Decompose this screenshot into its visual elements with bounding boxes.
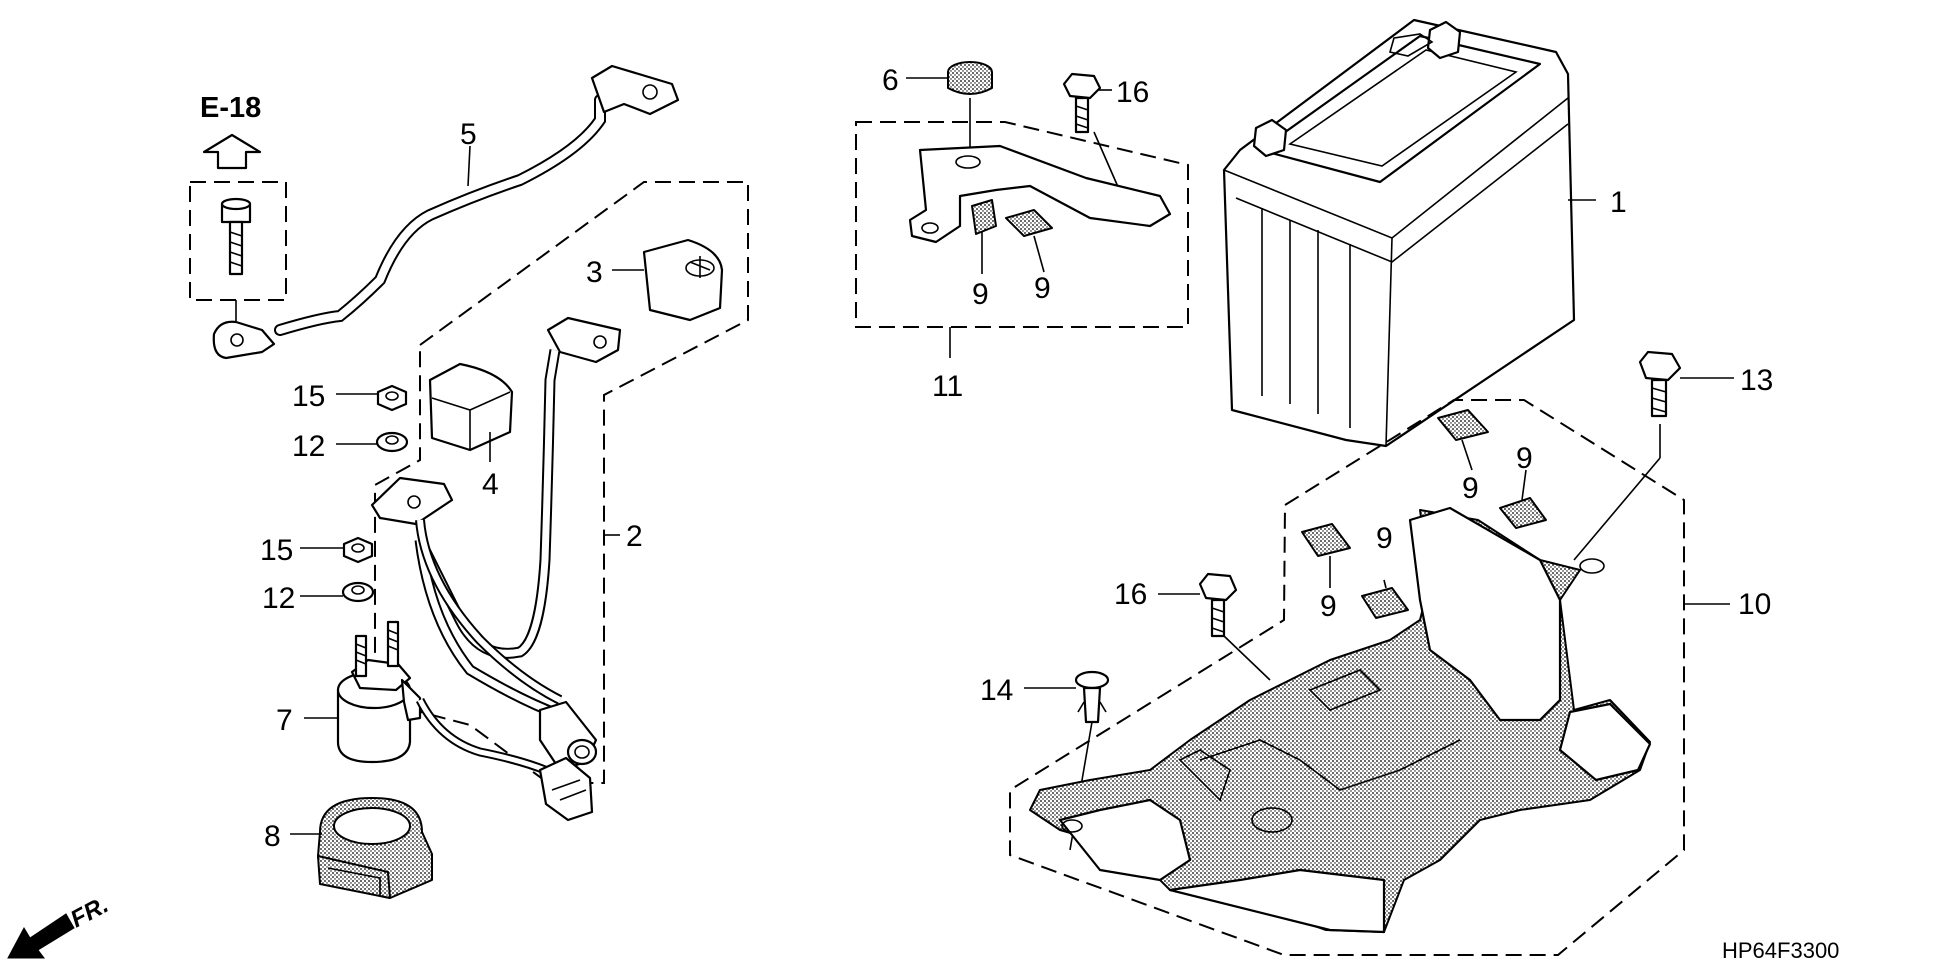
plate-group-outline [855,121,1189,328]
relay-bracket [370,476,563,705]
callout-11: 11 [932,370,963,403]
cable-5[interactable] [212,64,680,360]
tray-group-outline [1009,399,1685,956]
cushion-9-tray-c [1301,523,1351,557]
callout-labels: 1 2 3 4 5 6 7 8 9 9 9 9 9 9 10 11 12 12 … [260,64,1773,853]
bolt-box [189,181,287,301]
front-arrow-icon [7,913,75,959]
cushion-9-tray-a [1437,409,1489,441]
callout-12: 12 [292,430,325,463]
bolt-e18 [220,197,252,332]
callout-9: 9 [1516,442,1533,475]
battery-1[interactable] [1222,18,1576,448]
nut-15-upper [376,384,408,412]
terminal-cover-3[interactable] [642,238,724,322]
callout-9: 9 [1034,272,1051,305]
bolt-16-top [1062,72,1123,197]
callout-4: 4 [482,468,499,501]
callout-5: 5 [460,118,477,151]
callout-15: 15 [292,380,325,413]
washer-12-upper [375,431,409,453]
cushion-9-tray-b [1499,497,1547,529]
bolt-16-tray [1198,572,1271,681]
cable-2[interactable] [414,316,622,772]
battery-tray[interactable] [1029,506,1652,934]
leader-lines [290,77,1734,835]
callout-12: 12 [262,582,295,615]
callout-16: 16 [1116,76,1149,109]
diagram-code: HP64F3300 [1722,938,1839,963]
callout-1: 1 [1610,186,1627,219]
callout-2: 2 [626,520,643,553]
callout-14: 14 [980,674,1013,707]
callout-9: 9 [972,278,989,311]
harness-group-outline [374,181,749,784]
terminal-cover-4[interactable] [428,362,514,452]
callout-9: 9 [1376,522,1393,555]
callout-10: 10 [1738,588,1771,621]
bolt-13 [1573,350,1682,561]
relay-holder-8[interactable] [317,797,433,899]
up-arrow-icon [202,133,262,170]
grommet-6 [947,61,993,160]
setting-plate[interactable] [908,144,1172,244]
washer-12-lower [341,581,375,603]
callout-9: 9 [1320,590,1337,623]
nut-15-lower [342,536,374,564]
cushion-9-tray-d [1361,587,1409,619]
callout-9: 9 [1462,472,1479,505]
callout-6: 6 [882,64,899,97]
callout-3: 3 [586,256,603,289]
front-direction-arrow[interactable]: FR. [7,891,113,959]
reference-arrow-e18[interactable]: E-18 [200,92,262,170]
starter-relay-7[interactable] [336,620,422,764]
callout-15: 15 [260,534,293,567]
reference-label: E-18 [200,92,261,124]
cushion-9-plate-a [971,199,997,235]
callout-16: 16 [1114,578,1147,611]
callout-7: 7 [276,704,293,737]
cushion-9-plate-b [1005,209,1053,237]
callout-8: 8 [264,820,281,853]
relay-connector [415,697,594,822]
callout-13: 13 [1740,364,1773,397]
